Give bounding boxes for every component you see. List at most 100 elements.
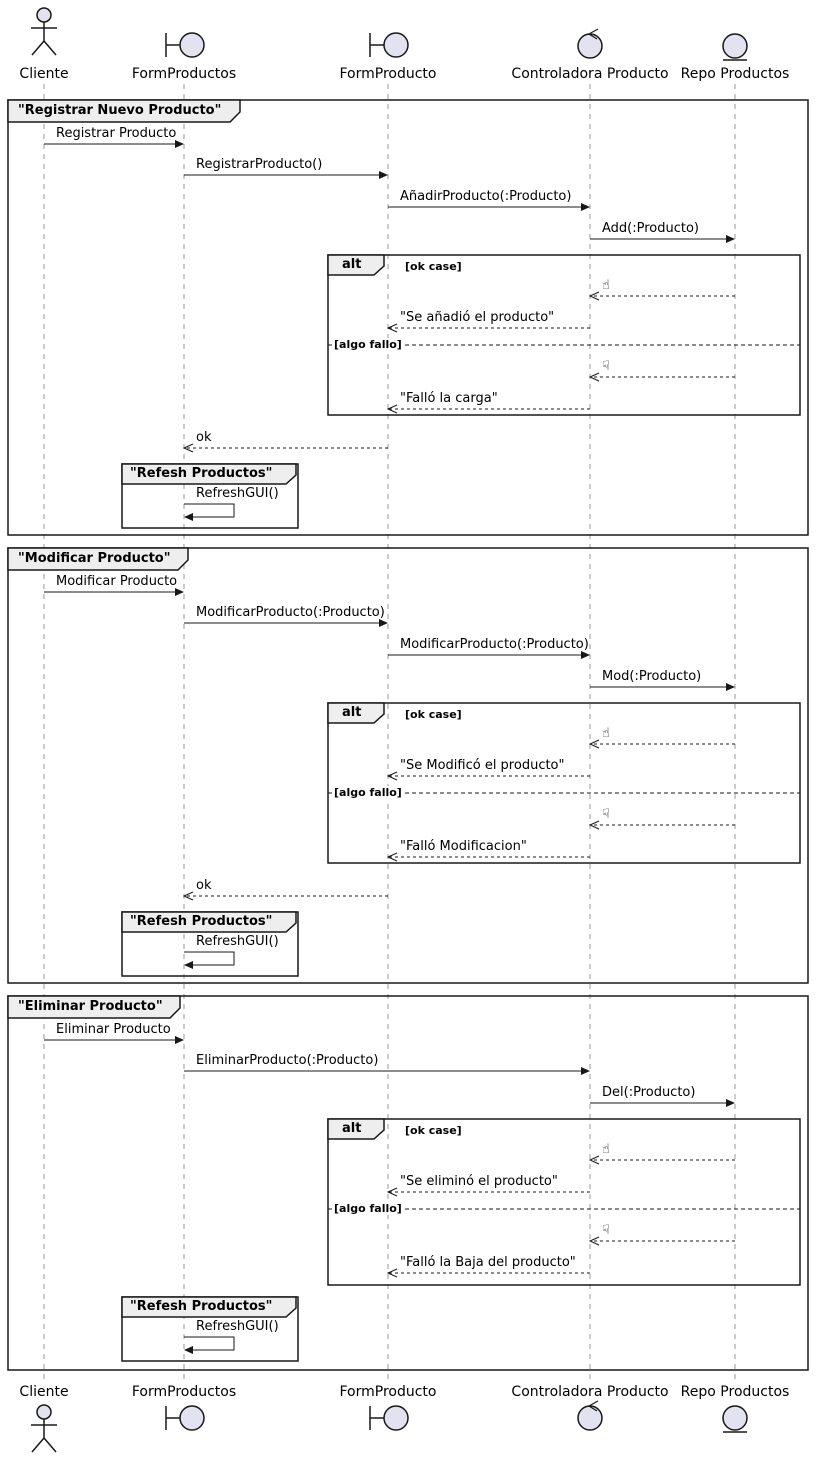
message-label: Mod(:Producto) xyxy=(602,669,702,684)
message-label: RegistrarProducto() xyxy=(196,157,323,172)
self-message-label: RefreshGUI() xyxy=(196,486,279,501)
arrowhead-icon xyxy=(581,203,590,211)
boundary-icon xyxy=(369,1406,384,1430)
arrowhead-icon xyxy=(588,1155,600,1165)
actor-icon xyxy=(31,1419,57,1453)
arrowhead-icon xyxy=(386,323,398,333)
control-icon xyxy=(587,1400,599,1412)
self-message-label: RefreshGUI() xyxy=(196,1319,279,1334)
arrowhead-icon xyxy=(386,852,398,862)
alt-border xyxy=(327,702,801,864)
arrowhead-icon xyxy=(184,513,193,521)
message-label: ☝ xyxy=(602,726,610,741)
message-label: "Falló la Baja del producto" xyxy=(400,1255,576,1270)
participant-label: FormProducto xyxy=(339,1384,437,1400)
frame-border xyxy=(7,995,809,1371)
message-label: Modificar Producto xyxy=(56,574,178,589)
arrowhead-icon xyxy=(175,588,184,596)
arrowhead-icon xyxy=(184,961,193,969)
participant-label: Controladora Producto xyxy=(511,66,669,82)
arrowhead-icon xyxy=(175,1036,184,1044)
frame-border xyxy=(7,99,809,536)
alt-operator-label: alt xyxy=(342,705,362,720)
arrowhead-icon xyxy=(386,771,398,781)
group-title: "Refesh Productos" xyxy=(130,1299,273,1314)
alt-border xyxy=(327,1118,801,1286)
arrowhead-icon xyxy=(386,1268,398,1278)
actor-icon xyxy=(36,7,52,23)
arrowhead-icon xyxy=(184,1346,193,1354)
arrowhead-icon xyxy=(588,291,600,301)
entity-icon xyxy=(722,1405,748,1431)
participant-label: FormProducto xyxy=(339,66,437,82)
message-label: "Falló Modificacion" xyxy=(400,839,527,854)
message-label: "Se añadió el producto" xyxy=(400,310,555,325)
message-label: ☟ xyxy=(602,807,610,822)
arrowhead-icon xyxy=(386,1187,398,1197)
participant-label: Cliente xyxy=(19,66,69,82)
alt-tab xyxy=(327,254,385,276)
message-label: ModificarProducto(:Producto) xyxy=(196,605,385,620)
participant-label: FormProductos xyxy=(131,66,237,82)
arrowhead-icon xyxy=(588,372,600,382)
arrowhead-icon xyxy=(379,619,388,627)
arrowhead-icon xyxy=(386,404,398,414)
boundary-icon xyxy=(179,1405,205,1431)
message-label: Eliminar Producto xyxy=(56,1022,171,1037)
alt-tab xyxy=(327,1118,385,1140)
self-message-line xyxy=(184,951,235,966)
message-label: ☝ xyxy=(602,278,610,293)
message-label: ☝ xyxy=(602,1142,610,1157)
control-icon xyxy=(587,28,599,40)
message-label: ok xyxy=(196,878,212,893)
alt-else-label: [algo fallo] xyxy=(332,786,404,799)
participant-label: Repo Productos xyxy=(680,1384,790,1400)
actor-icon xyxy=(31,22,57,56)
arrowhead-icon xyxy=(726,235,735,243)
message-label: AñadirProducto(:Producto) xyxy=(400,189,572,204)
frame-tab xyxy=(7,995,181,1019)
boundary-icon xyxy=(383,32,409,58)
arrowhead-icon xyxy=(379,171,388,179)
arrowhead-icon xyxy=(726,683,735,691)
alt-else-label: [algo fallo] xyxy=(332,1202,404,1215)
participant-label: Controladora Producto xyxy=(511,1384,669,1400)
arrowhead-icon xyxy=(588,739,600,749)
group-title: "Refesh Productos" xyxy=(130,914,273,929)
message-label: "Se eliminó el producto" xyxy=(400,1174,558,1189)
arrowhead-icon xyxy=(588,1236,600,1246)
message-label: "Falló la carga" xyxy=(400,391,498,406)
frame-tab xyxy=(7,99,241,123)
message-label: EliminarProducto(:Producto) xyxy=(196,1053,379,1068)
message-label: Add(:Producto) xyxy=(602,221,700,236)
message-label: ☟ xyxy=(602,359,610,374)
group-tab xyxy=(121,911,297,933)
alt-tab xyxy=(327,702,385,724)
participant-label: Repo Productos xyxy=(680,66,790,82)
alt-condition-label: [ok case] xyxy=(405,708,462,721)
arrowhead-icon xyxy=(581,651,590,659)
frame-border xyxy=(7,547,809,984)
alt-else-label: [algo fallo] xyxy=(332,338,404,351)
alt-operator-label: alt xyxy=(342,257,362,272)
alt-condition-label: [ok case] xyxy=(405,1124,462,1137)
arrowhead-icon xyxy=(175,140,184,148)
message-label: ok xyxy=(196,430,212,445)
message-label: ModificarProducto(:Producto) xyxy=(400,637,589,652)
message-label: "Se Modificó el producto" xyxy=(400,758,565,773)
participant-label: FormProductos xyxy=(131,1384,237,1400)
entity-icon xyxy=(722,33,748,59)
group-tab xyxy=(121,463,297,485)
boundary-icon xyxy=(165,1406,180,1430)
arrowhead-icon xyxy=(182,443,194,453)
alt-border xyxy=(327,254,801,416)
actor-icon xyxy=(36,1404,52,1420)
boundary-icon xyxy=(165,33,180,57)
arrowhead-icon xyxy=(581,1067,590,1075)
message-label: Registrar Producto xyxy=(56,126,177,141)
frame-tab xyxy=(7,547,189,571)
boundary-icon xyxy=(369,33,384,57)
participant-label: Cliente xyxy=(19,1384,69,1400)
